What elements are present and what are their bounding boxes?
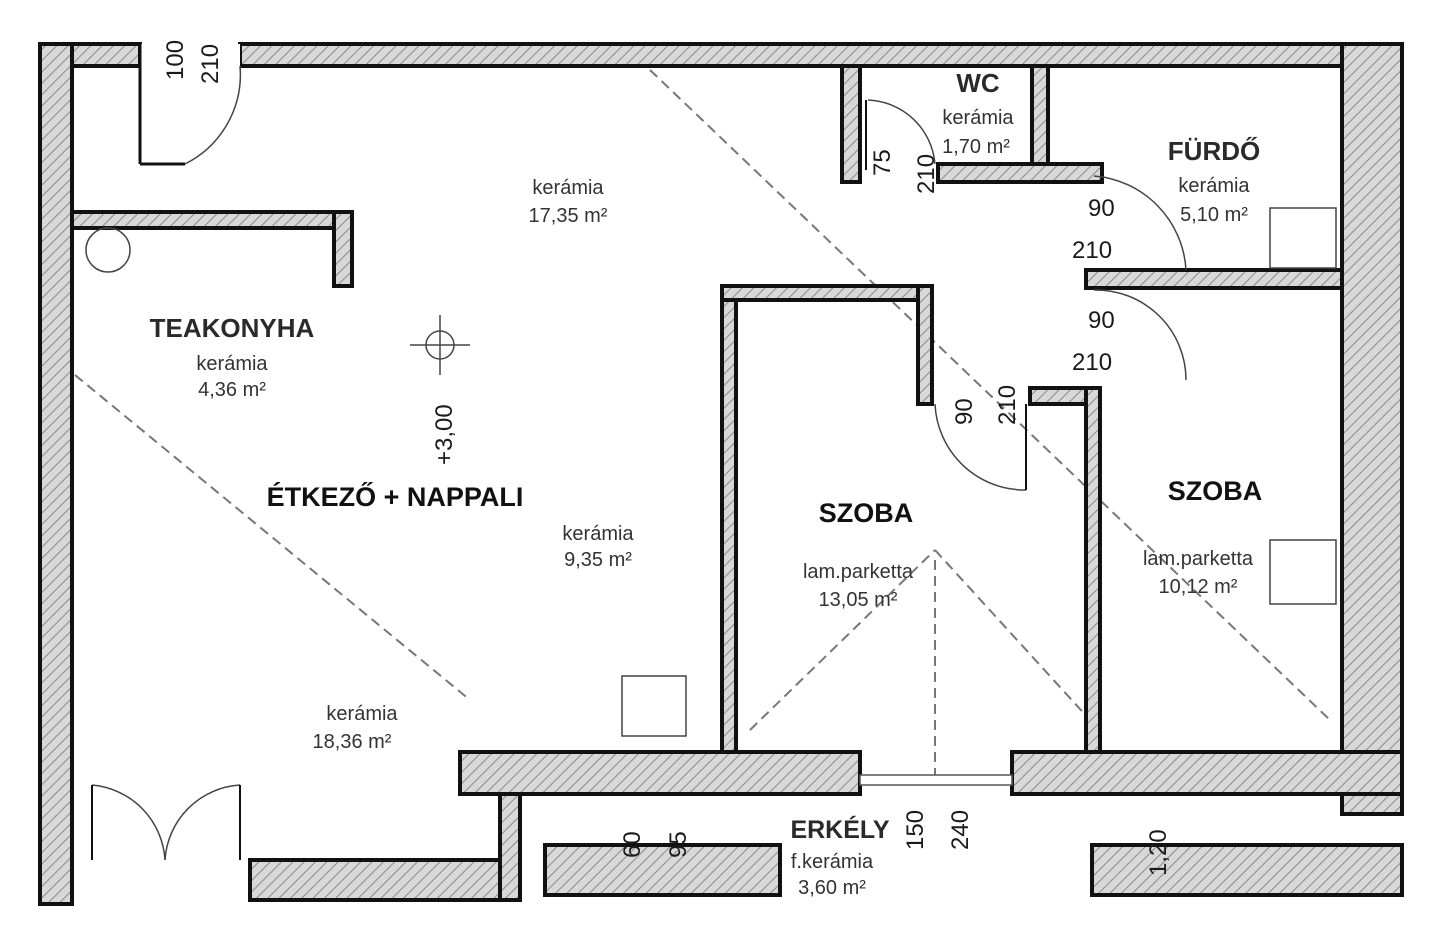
level-marker-icon: [410, 315, 470, 375]
wc-door-width: 75: [869, 149, 896, 176]
room-material: kerámia: [532, 177, 604, 199]
room-area: 18,36 m²: [313, 731, 392, 753]
room-material: kerámia: [196, 353, 268, 375]
room-name-szoba: SZOBA: [819, 498, 914, 528]
balcony-rail-height: 1,20: [1145, 829, 1172, 876]
room-name-furdo: FÜRDŐ: [1168, 136, 1260, 166]
room-material: lam.parketta: [803, 561, 914, 583]
entry-door-width: 100: [162, 40, 189, 80]
room-area: 10,12 m²: [1159, 576, 1238, 598]
room-labels: TEAKONYHA kerámia 4,36 m² ÉTKEZŐ + NAPPA…: [150, 68, 1263, 899]
room-material: f.kerámia: [791, 851, 874, 873]
room-area: 4,36 m²: [198, 379, 266, 401]
room-area: 1,70 m²: [942, 136, 1010, 158]
room-name-wc: WC: [956, 68, 1000, 98]
balcony-dim-a: 60: [619, 831, 646, 858]
room-name-szoba: SZOBA: [1168, 476, 1263, 506]
room-material: kerámia: [326, 703, 398, 725]
entry-door-height: 210: [197, 44, 224, 84]
balcony-door-height: 240: [947, 810, 974, 850]
room-material: kerámia: [942, 107, 1014, 129]
sink-fixture: [85, 227, 131, 273]
room-name-erkely: ERKÉLY: [790, 815, 889, 844]
bath-door-height: 210: [1072, 237, 1112, 264]
wc-door-height: 210: [913, 154, 940, 194]
bath-door-width: 90: [1088, 195, 1115, 222]
walls: [38, 42, 1404, 906]
room2-door-width: 90: [1088, 307, 1115, 334]
doors: [91, 44, 1187, 861]
interior-walls: [70, 64, 1344, 754]
room-area: 9,35 m²: [564, 549, 632, 571]
room1-door-width: 90: [951, 398, 978, 425]
dimension-labels: +3,00 100 210 75 210 90 210 90 210 90 21…: [162, 40, 1172, 876]
radiator-icon: [621, 207, 1337, 737]
room-name-etkezo-nappali: ÉTKEZŐ + NAPPALI: [267, 481, 524, 512]
room-area: 3,60 m²: [798, 877, 866, 899]
balcony-door-width: 150: [902, 810, 929, 850]
room2-door-height: 210: [1072, 349, 1112, 376]
fixtures: [85, 207, 1337, 737]
room1-door-height: 210: [994, 385, 1021, 425]
balcony-dim-b: 95: [665, 831, 692, 858]
dashed-guide-lines: [74, 69, 1331, 780]
room-area: 13,05 m²: [819, 589, 898, 611]
room-material: kerámia: [1178, 175, 1250, 197]
room-material: lam.parketta: [1143, 548, 1254, 570]
room-name-teakonyha: TEAKONYHA: [150, 313, 315, 343]
level-mark: +3,00: [431, 404, 458, 465]
room-area: 5,10 m²: [1180, 204, 1248, 226]
room-area: 17,35 m²: [529, 205, 608, 227]
room-material: kerámia: [562, 523, 634, 545]
